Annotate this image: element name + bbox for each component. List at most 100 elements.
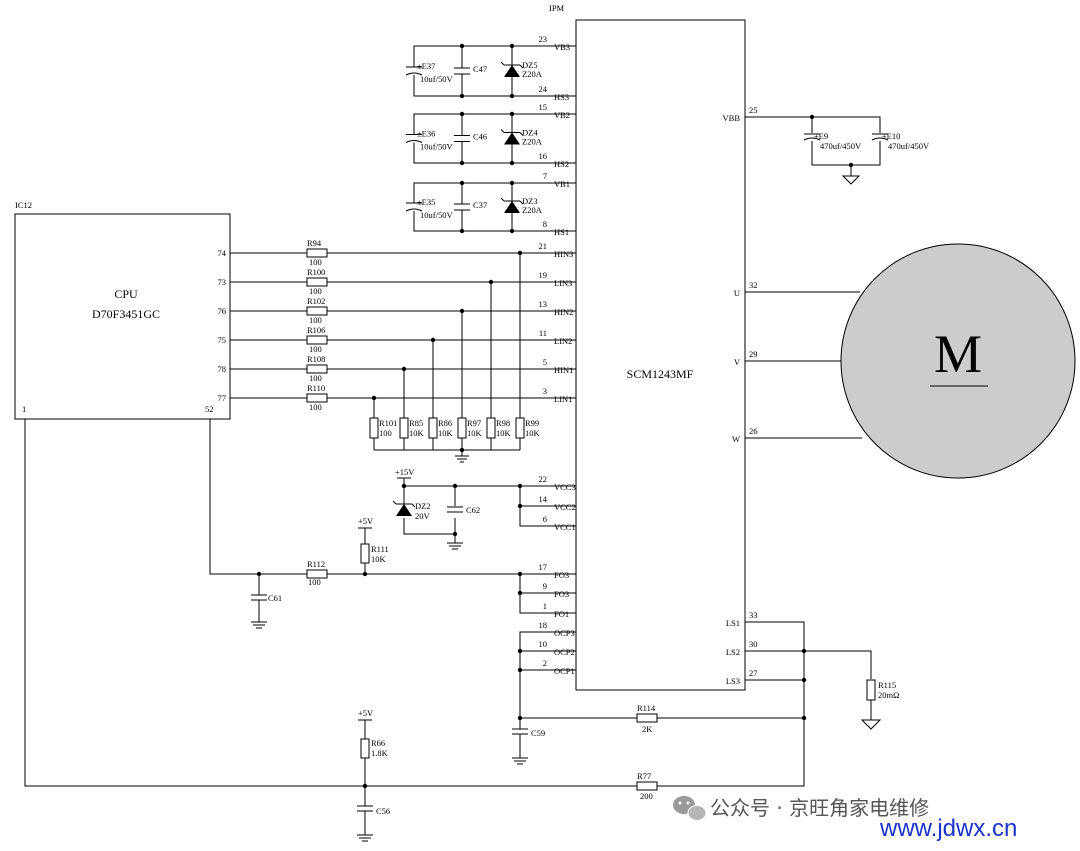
pulldown-resistor-value: 10K — [467, 428, 483, 438]
pulldown-resistor-ref: R86 — [438, 418, 452, 428]
r66-value: 1.8K — [371, 748, 389, 758]
cpu-pin-1: 1 — [22, 404, 26, 414]
cpu-pin-number: 76 — [218, 306, 227, 316]
ipm-pin-name: VCC1 — [554, 522, 576, 532]
e10-value: 470uf/450V — [888, 141, 930, 151]
r111-value: 10K — [371, 554, 387, 564]
cap-ref: C46 — [473, 132, 487, 142]
ground-symbol — [455, 455, 469, 463]
pulldown-resistor-value: 10K — [496, 428, 512, 438]
ipm-pin-name: VBB — [723, 113, 741, 123]
ipm-pin-name: VCC2 — [554, 502, 576, 512]
gate-resistor — [306, 248, 328, 258]
zener-ref: DZ5 — [522, 60, 538, 70]
ipm-pin-number: 19 — [539, 270, 548, 280]
bottom-rail-label: +5V — [358, 708, 374, 718]
watermark: 公众号 · 京旺角家电维修 www.jdwx.cn — [673, 796, 1017, 842]
zener-value: Z20A — [522, 205, 543, 215]
gate-resistor-ref: R110 — [307, 383, 325, 393]
bottom-circuit: +5V R66 1.8K R77 200 C56 — [24, 419, 805, 842]
ipm-pin-number: 26 — [749, 426, 758, 436]
zener-symbol — [504, 65, 520, 77]
ipm-pin-name: FO3 — [554, 589, 569, 599]
ipm-pin-name: VCC3 — [554, 482, 576, 492]
ipm-pin-number: 29 — [749, 349, 758, 359]
c62-ref: C62 — [466, 505, 480, 515]
ipm-pin-number: 18 — [539, 620, 548, 630]
pulldown-resistor-value: 10K — [525, 428, 541, 438]
r77-resistor — [636, 781, 658, 791]
ipm-pin-name: LIN2 — [554, 336, 572, 346]
vcc-supply: +15V DZ2 20V C62 — [392, 467, 555, 550]
pulldown-resistor — [486, 417, 496, 439]
pulldown-resistor — [457, 417, 467, 439]
ipm-pin-number: 32 — [749, 280, 758, 290]
cpu-pin-number: 73 — [218, 277, 227, 287]
ipm-pin-name: LIN3 — [554, 278, 572, 288]
ipm-pin-number: 10 — [539, 639, 548, 649]
ipm-part-number: SCM1243MF — [627, 367, 694, 381]
r115-ref: R115 — [878, 680, 896, 690]
r111-resistor — [360, 543, 370, 564]
ipm-pin-name: HS2 — [554, 159, 569, 169]
pulldown-resistor-value: 10K — [409, 428, 425, 438]
gate-resistor — [306, 335, 328, 345]
cpu-pin-number: 78 — [218, 364, 227, 374]
r111-ref: R111 — [371, 544, 389, 554]
ipm-left-pins: 23VB324HS315VB216HS27VB18HS121HIN319LIN3… — [539, 34, 576, 676]
pulldown-resistor — [428, 417, 438, 439]
pulldown-resistor-ref: R101 — [379, 418, 397, 428]
ipm-pin-name: U — [734, 288, 740, 298]
ipm-pin-name: LS3 — [726, 676, 740, 686]
ipm-pin-name: VB2 — [554, 110, 570, 120]
gate-resistor — [306, 364, 328, 374]
ipm-pin-number: 11 — [539, 328, 547, 338]
pulldown-resistor-value: 100 — [379, 428, 392, 438]
ipm-block: IPM SCM1243MF 23VB324HS315VB216HS27VB18H… — [539, 3, 758, 691]
ipm-pin-name: OCP2 — [554, 647, 575, 657]
ipm-pin-number: 8 — [543, 219, 547, 229]
ipm-pin-number: 24 — [539, 84, 548, 94]
watermark-text: 公众号 · 京旺角家电维修 — [710, 796, 929, 820]
ipm-pin-name: HIN3 — [554, 249, 573, 259]
r114-ref: R114 — [637, 703, 656, 713]
dz2-ref: DZ2 — [415, 501, 431, 511]
cpu-pin-number: 75 — [218, 335, 227, 345]
r115-value: 20mΩ — [878, 690, 899, 700]
zener-value: Z20A — [522, 69, 543, 79]
ipm-pin-name: VB3 — [554, 42, 570, 52]
gate-resistor-value: 100 — [309, 257, 322, 267]
ipm-pin-number: 21 — [539, 241, 548, 251]
cap-ref: C47 — [473, 64, 487, 74]
gate-resistor-ref: R100 — [307, 267, 325, 277]
cpu-pin-52: 52 — [205, 404, 214, 414]
cpu-pin-number: 74 — [218, 248, 227, 258]
r114-value: 2K — [642, 724, 653, 734]
gate-resistor-value: 100 — [309, 286, 322, 296]
gate-resistor — [306, 277, 328, 287]
ipm-pin-number: 7 — [543, 171, 547, 181]
cpu-name: CPU — [114, 287, 138, 301]
c59-ref: C59 — [531, 728, 545, 738]
watermark-url: www.jdwx.cn — [879, 815, 1017, 842]
ocp-circuit: R114 2K C59 — [512, 631, 804, 765]
ipm-pin-name: OCP3 — [554, 628, 575, 638]
dz2-zener-symbol — [396, 504, 412, 516]
fault-circuit: +5V R111 10K R112 100 C61 — [209, 419, 555, 629]
e10-ref: ±E10 — [882, 131, 900, 141]
gate-resistor — [306, 393, 328, 403]
ipm-pin-number: 2 — [543, 658, 547, 668]
dz2-value: 20V — [415, 511, 431, 521]
cap-ref: C37 — [473, 200, 487, 210]
ecap-ref: ±E36 — [417, 129, 435, 139]
gate-resistors: R94100R100100R102100R106100R108100R11010… — [306, 238, 328, 412]
ipm-pin-name: FO1 — [554, 609, 569, 619]
r115-resistor — [866, 679, 876, 701]
gate-resistor-value: 100 — [309, 315, 322, 325]
zener-symbol — [504, 201, 520, 213]
